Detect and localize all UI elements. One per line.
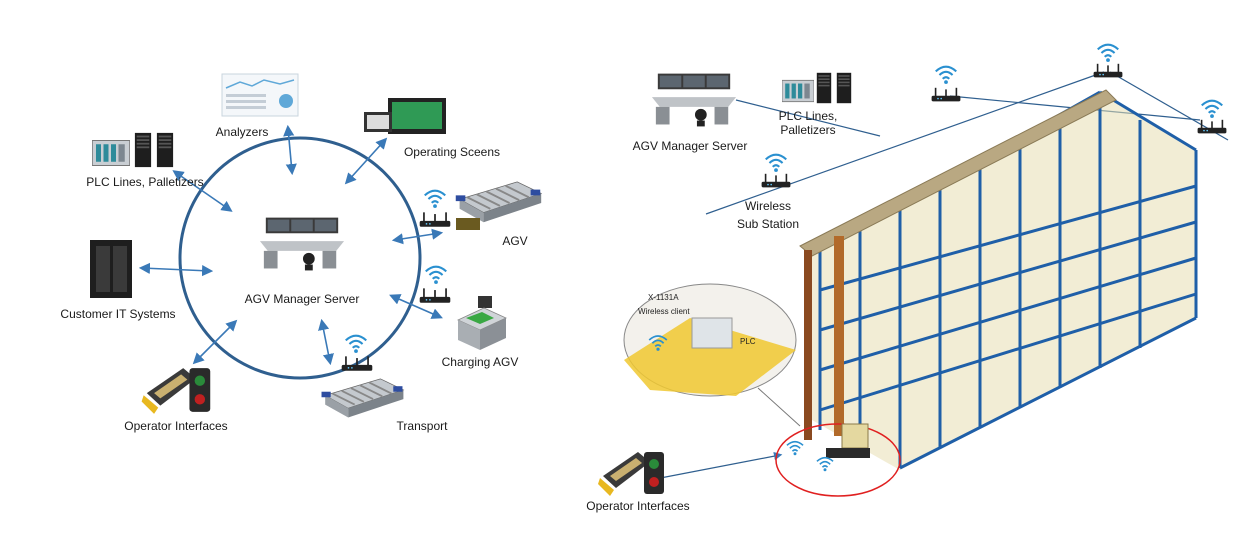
zoom-client-label: Wireless client xyxy=(638,307,690,316)
wifi-icon xyxy=(1096,43,1120,63)
hub-label: AGV Manager Server xyxy=(245,292,360,306)
plc-icon xyxy=(782,79,814,103)
highlight-circle xyxy=(775,423,901,497)
zoom-inset: X-1131A Wireless client PLC xyxy=(623,283,797,397)
router-icon xyxy=(419,212,451,227)
node-operating-screens: Operating Sceens xyxy=(364,98,500,159)
right-operator-label: Operator Interfaces xyxy=(586,499,689,513)
router-icon xyxy=(931,87,961,102)
transport-conveyor-icon xyxy=(320,377,405,419)
wifi-icon xyxy=(344,334,368,354)
server-label: AGV Manager Server xyxy=(633,139,748,153)
zoom-model-label: X-1131A xyxy=(648,293,679,302)
left-network-diagram: AGV Manager Server Analyzers xyxy=(60,73,543,433)
agv-manager-server-icon xyxy=(259,217,345,271)
zoom-plc-label: PLC xyxy=(740,337,756,346)
server-tower-icon xyxy=(816,72,832,104)
wireless-label-line2: Sub Station xyxy=(737,217,799,231)
hub-ring xyxy=(178,136,422,380)
node-plc: PLC Lines, Palletizers xyxy=(86,132,204,189)
storage-rack xyxy=(799,89,1198,470)
wifi-icon xyxy=(764,153,788,173)
analyzers-label: Analyzers xyxy=(216,125,269,139)
server-tower-icon xyxy=(836,72,852,104)
server-tower-icon xyxy=(156,132,174,168)
agv-label: AGV xyxy=(502,234,527,248)
customer-it-label: Customer IT Systems xyxy=(60,307,175,321)
router-icon xyxy=(1093,63,1123,78)
wifi-icon xyxy=(423,189,447,209)
operating-screens-label: Operating Sceens xyxy=(404,145,500,159)
router-icon xyxy=(761,173,791,188)
operator-label: Operator Interfaces xyxy=(124,419,227,433)
wifi-icon xyxy=(934,65,958,85)
wifi-icon xyxy=(424,265,448,285)
agv-manager-server-icon xyxy=(651,73,737,127)
router-icon xyxy=(341,356,373,371)
router-icon xyxy=(1197,119,1227,134)
wifi-icon xyxy=(786,440,804,457)
node-agv: AGV xyxy=(419,180,543,248)
wifi-icon xyxy=(816,456,834,473)
node-operator: Operator Interfaces xyxy=(124,368,228,433)
wireless-label-line1: Wireless xyxy=(745,199,791,213)
server-tower-icon xyxy=(134,132,152,168)
operator-handheld-icon xyxy=(598,452,664,496)
right-warehouse-diagram: AGV Manager Server PLC Lines, Palletizer… xyxy=(586,43,1229,513)
plc-label: PLC Lines, Palletizers xyxy=(86,175,203,189)
wifi-icon xyxy=(1200,99,1224,119)
node-charging: Charging AGV xyxy=(419,265,519,369)
node-customer-it: Customer IT Systems xyxy=(60,240,176,321)
charging-label: Charging AGV xyxy=(442,355,519,369)
hub-connectors xyxy=(138,124,444,366)
node-analyzers: Analyzers xyxy=(216,73,299,139)
node-transport: Transport xyxy=(320,334,449,433)
transport-label: Transport xyxy=(397,419,449,433)
plc-icon xyxy=(92,139,130,167)
plc-label-line1: PLC Lines, xyxy=(779,109,838,123)
agv-vehicle-icon xyxy=(454,180,543,224)
operator-handheld-icon xyxy=(141,368,211,414)
router-icon xyxy=(419,288,451,303)
plc-label-line2: Palletizers xyxy=(780,123,835,137)
